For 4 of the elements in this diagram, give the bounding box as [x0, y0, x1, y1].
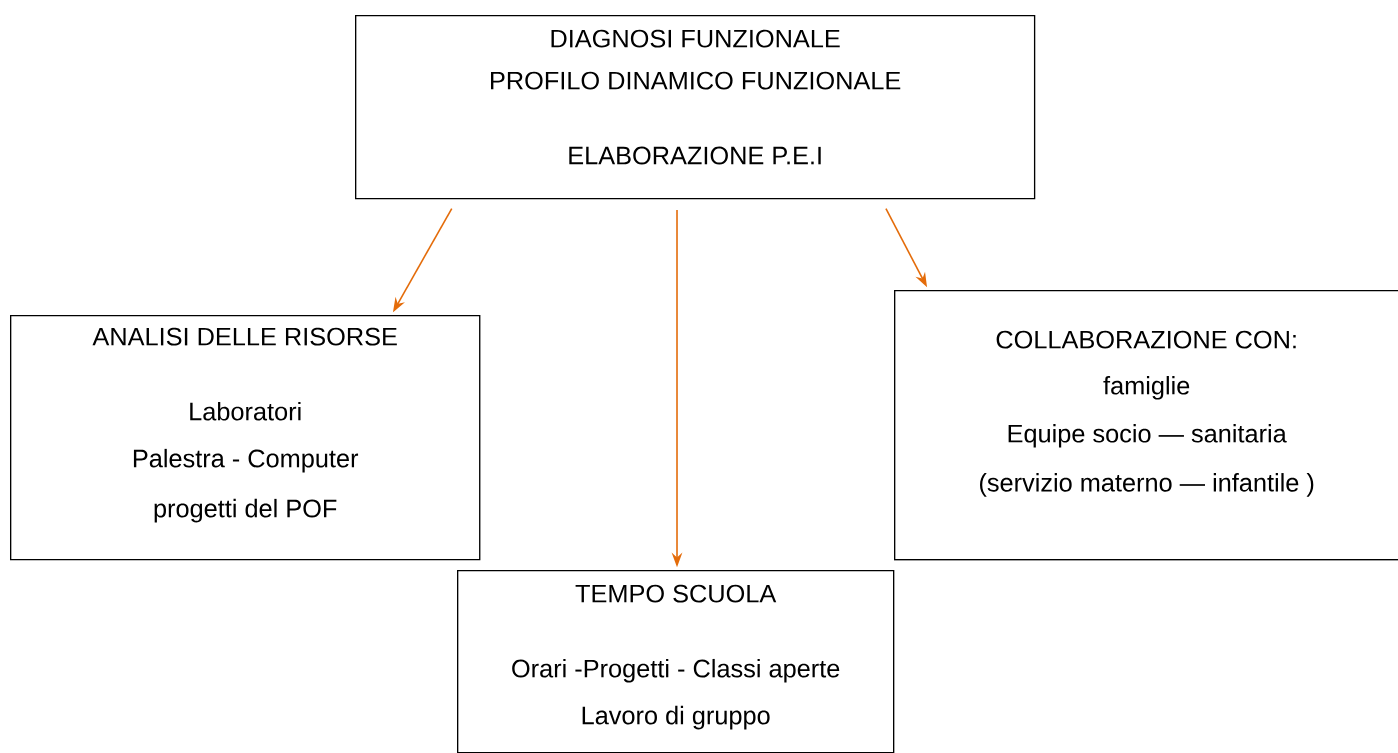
- text-box: TEMPO SCUOLA Orari -Progetti - Classi aperte Lavoro di gruppo: [457, 570, 895, 753]
- text-box: ANALISI DELLE RISORSE Laboratori Palestra - Computer progetti del POF: [10, 315, 481, 561]
- text-box: COLLABORAZIONE CON: famiglie Equipe socio — sanitaria (servizio materno — infantile ): [894, 290, 1398, 561]
- text-box: DIAGNOSI FUNZIONALE PROFILO DINAMICO FUNZIONALE ELABORAZIONE P.E.I: [355, 15, 1036, 200]
